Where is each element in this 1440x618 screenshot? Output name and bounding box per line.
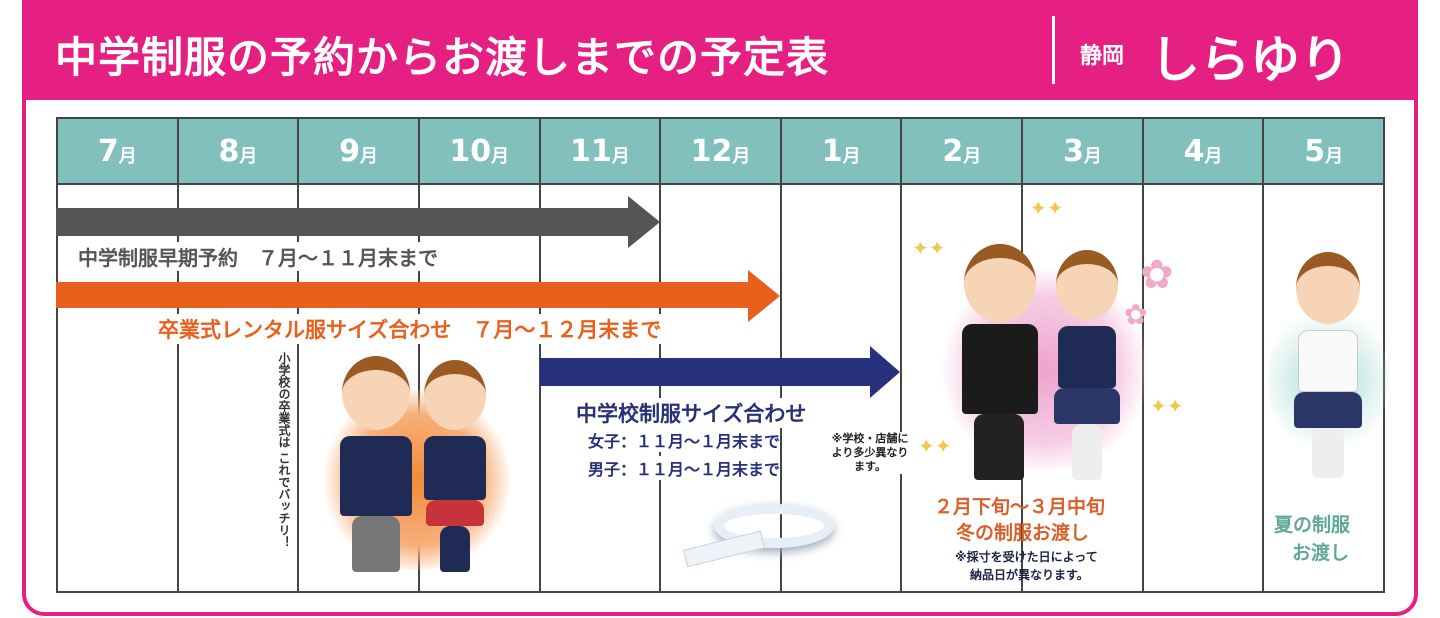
- callout-text: 小学校の卒業式は これでバッチリ！: [276, 352, 292, 548]
- cherry-blossom-icon: ✿: [1124, 298, 1148, 331]
- girl-summer-illustration: [1290, 252, 1366, 482]
- summer-delivery-line2: お渡し: [1292, 538, 1350, 565]
- early-reservation-arrow: [56, 196, 660, 248]
- uniform-fitting-arrow: [540, 346, 900, 398]
- month-number: 2: [942, 133, 964, 169]
- uniform-fitting-title: 中学校制服サイズ合わせ: [576, 398, 807, 428]
- sparkle-icon: ✦✦: [912, 236, 946, 260]
- month-unit: 月: [1325, 146, 1344, 167]
- month-column: [541, 185, 662, 591]
- month-column: [420, 185, 541, 591]
- page-title: 中学制服の予約からお渡しまでの予定表: [55, 33, 830, 82]
- month-number: 5: [1304, 133, 1326, 169]
- month-number: 9: [339, 133, 361, 169]
- month-column: [1144, 185, 1265, 591]
- brand-logo: しらゆり: [1150, 30, 1350, 89]
- winter-delivery-title: 冬の制服お渡し: [956, 522, 1090, 544]
- cherry-blossom-icon: ✿: [1140, 252, 1174, 298]
- uniform-fitting-note: ※学校・店舗により多少異なります。: [830, 432, 910, 474]
- month-number: 1: [821, 133, 843, 169]
- callout-line2: これでバッチリ！: [277, 452, 291, 549]
- callout-line1: 小学校の卒業式は: [277, 352, 291, 448]
- month-unit: 月: [611, 146, 630, 167]
- month-column: [661, 185, 782, 591]
- month-unit: 月: [963, 146, 982, 167]
- month-unit: 月: [1204, 146, 1223, 167]
- month-number: 10: [449, 133, 492, 169]
- month-unit: 月: [360, 146, 379, 167]
- poster-frame: [22, 0, 1418, 616]
- month-column: [782, 185, 903, 591]
- header-banner: [22, 0, 1418, 100]
- sparkle-icon: ✦✦: [918, 434, 952, 458]
- uniform-fitting-boys: 男子：１１月～１月末まで: [588, 456, 781, 480]
- month-unit: 月: [1083, 146, 1102, 167]
- month-number: 3: [1063, 133, 1084, 169]
- uniform-fitting-girls: 女子：１１月～１月末まで: [588, 428, 781, 452]
- month-number: 7: [97, 133, 119, 169]
- month-number: 8: [218, 133, 240, 169]
- sparkle-icon: ✦✦: [1150, 394, 1184, 418]
- boy-blazer-illustration: [336, 356, 416, 576]
- month-column: [179, 185, 300, 591]
- month-unit: 月: [491, 146, 510, 167]
- month-number: 4: [1183, 133, 1205, 169]
- boy-gakuran-illustration: [960, 244, 1040, 484]
- month-unit: 月: [842, 146, 861, 167]
- month-column: [58, 185, 179, 591]
- rental-fitting-label: 卒業式レンタル服サイズ合わせ ７月～１２月末まで: [158, 314, 662, 344]
- summer-delivery-line1: 夏の制服: [1274, 510, 1351, 537]
- early-reservation-label: 中学制服早期予約 ７月～１１月末まで: [78, 242, 438, 271]
- tape-measure-illustration: [683, 500, 854, 580]
- month-unit: 月: [732, 146, 751, 167]
- month-unit: 月: [239, 146, 258, 167]
- month-number: 11: [570, 133, 612, 169]
- sparkle-icon: ✦✦: [1030, 196, 1064, 220]
- winter-delivery-period: ２月下旬～３月中旬: [934, 496, 1106, 518]
- month-column: [299, 185, 420, 591]
- month-unit: 月: [118, 146, 137, 167]
- rental-fitting-arrow: [56, 270, 780, 322]
- divider: [1052, 16, 1055, 84]
- month-number: 12: [690, 133, 733, 169]
- girl-blazer-illustration: [418, 360, 492, 574]
- brand-prefix: 静岡: [1080, 44, 1125, 69]
- winter-delivery-note2: 納品日が異なります。: [970, 568, 1089, 582]
- winter-delivery-note1: ※採寸を受けた日によって: [955, 550, 1098, 564]
- girl-sailor-illustration: [1050, 250, 1124, 484]
